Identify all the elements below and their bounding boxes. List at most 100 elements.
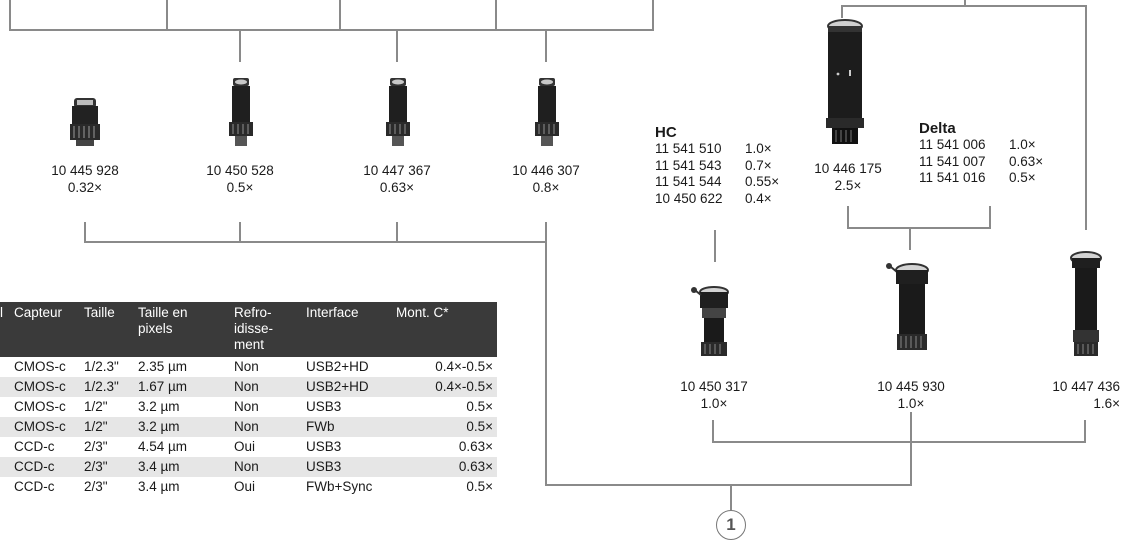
cell: 0.5× [392,417,497,437]
cell: CCD-c [10,437,80,457]
header-cell: Refro-idisse-ment [230,302,302,357]
part-number: 10 445 928 [51,163,119,178]
cell: 0.5× [392,397,497,417]
cell: 2/3" [80,477,134,497]
cell: Non [230,457,302,477]
adapter-icon [229,78,253,146]
adapter-label: 10 445 928 0.32× [45,162,125,196]
magnification: 1.0× [897,396,925,411]
cell: 3.2 µm [134,397,230,417]
header-cell: Taille [80,302,134,357]
cell: 2/3" [80,457,134,477]
cell: 1/2" [80,417,134,437]
part-number: 10 446 175 [814,161,882,176]
magnification: 0.63× [379,180,415,195]
cell: USB3 [302,397,392,417]
cell: USB3 [302,457,392,477]
cell: CMOS-c [10,417,80,437]
cell: 0.63× [392,457,497,477]
zoom-adapter-label: 10 446 175 2.5× [808,160,888,194]
adapter-icon [70,98,100,146]
adapter-label: 10 447 367 0.63× [357,162,437,196]
part-number: 10 446 307 [512,163,580,178]
adapter-icon [1070,251,1102,356]
part-number: 10 450 528 [206,163,274,178]
cell: CCD-c [10,477,80,497]
cell: CMOS-c [10,377,80,397]
adapter-label: 10 447 436 1.6× [1040,378,1120,412]
cell: 2/3" [80,437,134,457]
cell: 1/2.3" [80,357,134,377]
part-number: 10 447 367 [363,163,431,178]
part-number: 10 445 930 [877,379,945,394]
cell: CMOS-c [10,357,80,377]
adapter-icon [386,78,410,146]
magnification: 2.5× [834,178,862,193]
header-cell: l [0,302,10,357]
cell: 0.4×-0.5× [392,377,497,397]
part-number: 10 450 317 [680,379,748,394]
magnification: 0.8× [532,180,560,195]
magnification: 1.0× [700,396,728,411]
cell: 0.5× [392,477,497,497]
cell: 0.4×-0.5× [392,357,497,377]
cell: USB3 [302,437,392,457]
cell: 1/2" [80,397,134,417]
cell: Oui [230,477,302,497]
reference-number-badge: 1 [716,510,746,540]
magnification: 1.6× [1093,396,1120,411]
delta-title: Delta [919,120,956,137]
cell: Non [230,377,302,397]
header-cell: Interface [302,302,392,357]
cell: Non [230,417,302,437]
cell: CMOS-c [10,397,80,417]
cell: Non [230,397,302,417]
zoom-adapter-icon [826,19,864,144]
magnification: 0.5× [226,180,254,195]
adapter-icon [535,78,559,146]
cell: 2.35 µm [134,357,230,377]
part-number: 10 447 436 [1052,379,1120,394]
cell: 3.4 µm [134,457,230,477]
cell: 1/2.3" [80,377,134,397]
header-cell: Mont. C* [392,302,497,357]
cell: USB2+HD [302,377,392,397]
header-cell: Capteur [10,302,80,357]
cell: 1.67 µm [134,377,230,397]
magnification: 0.32× [67,180,103,195]
cell: 4.54 µm [134,437,230,457]
adapter-icon [886,263,929,350]
cell: FWb+Sync [302,477,392,497]
adapter-label: 10 446 307 0.8× [506,162,586,196]
cell: 0.63× [392,437,497,457]
cell: 3.4 µm [134,477,230,497]
cell: USB2+HD [302,357,392,377]
cell: 3.2 µm [134,417,230,437]
adapter-label: 10 450 317 1.0× [674,378,754,412]
adapter-label: 10 445 930 1.0× [871,378,951,412]
cell: CCD-c [10,457,80,477]
cell: FWb [302,417,392,437]
cell: Oui [230,437,302,457]
adapter-icon [691,286,729,356]
adapter-label: 10 450 528 0.5× [200,162,280,196]
